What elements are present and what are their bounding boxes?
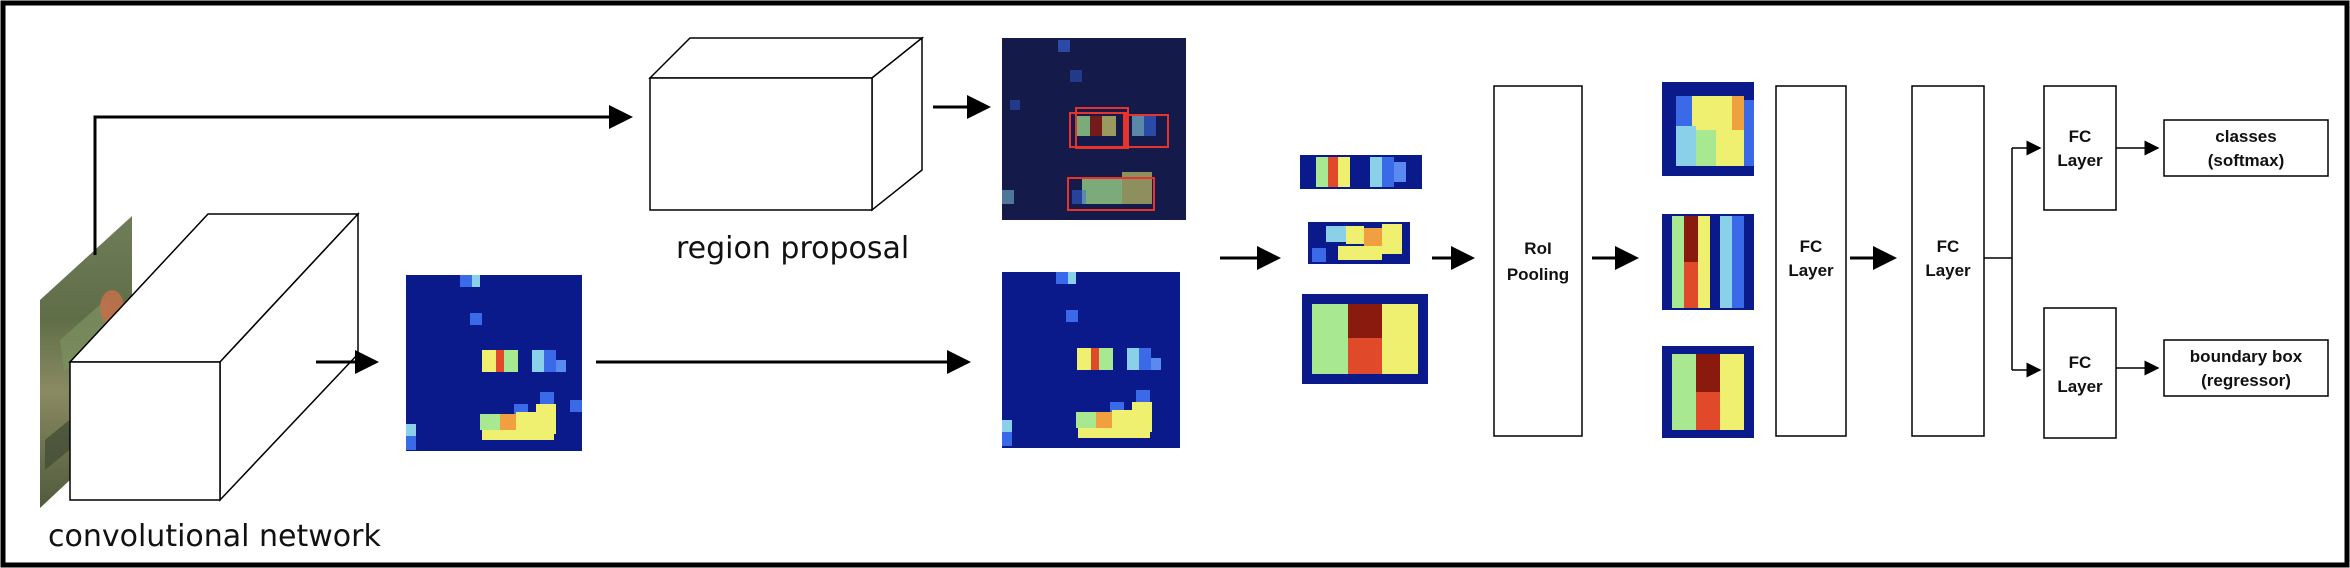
proposal-box-2 <box>1075 107 1129 149</box>
pooled-feature-3 <box>1662 346 1754 438</box>
conv-network-block <box>68 212 360 502</box>
roi-crop-3 <box>1302 294 1428 384</box>
fc-layer-1-box <box>1775 85 1847 437</box>
proposal-box-4 <box>1067 177 1155 211</box>
bbox-label-1: boundary box <box>2190 347 2303 366</box>
roi-crop-1 <box>1300 155 1422 189</box>
pooled-feature-1 <box>1662 82 1754 176</box>
classes-label-1: classes <box>2215 127 2276 146</box>
roi-pooling-box <box>1493 85 1583 437</box>
fc-layer-3-box <box>2043 85 2117 211</box>
arrow-input-to-proposal <box>93 105 633 255</box>
fc-layer-1-label-2: Layer <box>1788 261 1834 280</box>
proposal-heatmap <box>1002 38 1186 220</box>
bbox-output-box <box>2163 339 2329 397</box>
fc-layer-2-box <box>1911 85 1985 437</box>
roi-feature-map <box>1002 272 1180 448</box>
roi-crop-2 <box>1308 222 1410 264</box>
fc-layer-2-label-2: Layer <box>1925 261 1971 280</box>
proposal-box-3 <box>1123 114 1169 148</box>
fc-layer-4-label-1: FC <box>2069 353 2092 372</box>
pooled-feature-2 <box>1662 214 1754 310</box>
fc-layer-1-label-1: FC <box>1800 237 1823 256</box>
fc-layer-3-label-1: FC <box>2069 127 2092 146</box>
fc-layer-4-box <box>2043 307 2117 439</box>
roi-pooling-label-2: Pooling <box>1507 265 1569 284</box>
conv-network-caption: convolutional network <box>48 519 381 554</box>
fc-layer-4-label-2: Layer <box>2057 377 2103 396</box>
classes-label-2: (softmax) <box>2208 151 2285 170</box>
region-proposal-caption: region proposal <box>676 231 909 266</box>
fc-layer-3-label-2: Layer <box>2057 151 2103 170</box>
classes-output-box <box>2163 119 2329 177</box>
bbox-label-2: (regressor) <box>2201 371 2291 390</box>
region-proposal-block <box>648 36 925 212</box>
roi-pooling-label-1: RoI <box>1524 239 1551 258</box>
branch-line <box>1984 148 2013 370</box>
fc-layer-2-label-1: FC <box>1937 237 1960 256</box>
feature-map-heatmap <box>406 275 582 451</box>
